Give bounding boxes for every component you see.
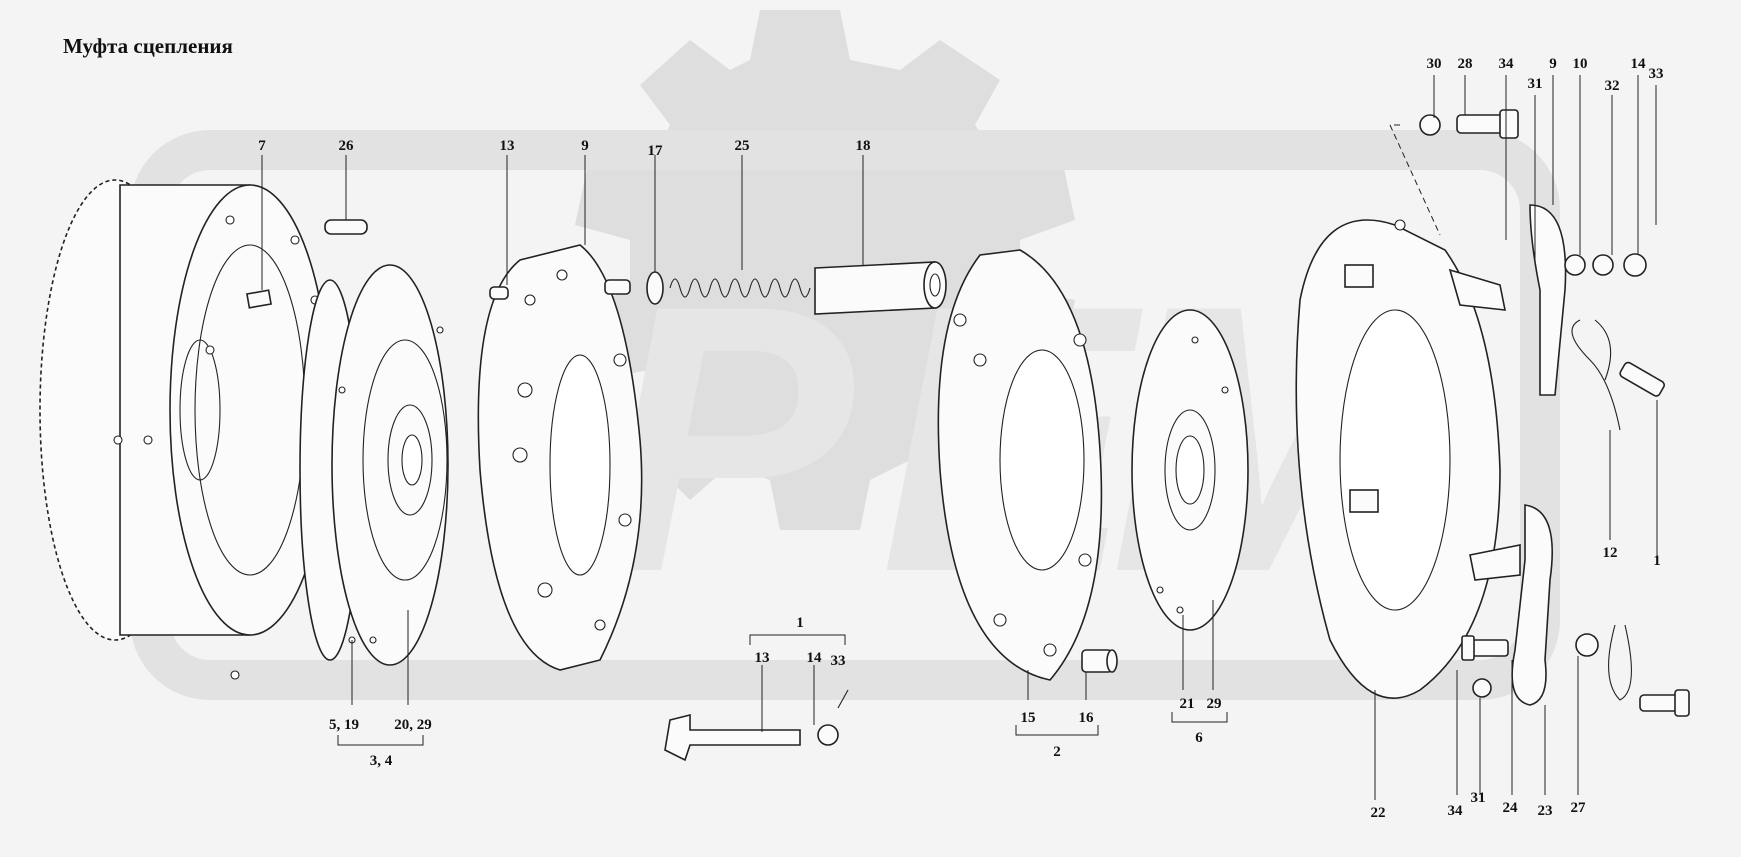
label-32: 32 xyxy=(1605,78,1620,94)
washer-17 xyxy=(646,271,664,305)
label-29: 29 xyxy=(1207,696,1222,712)
spring-clip-12 xyxy=(1571,319,1621,431)
washers-10-32 xyxy=(1564,253,1647,277)
spring-clip-12b xyxy=(1608,624,1632,701)
label-16: 16 xyxy=(1079,710,1095,726)
label-15: 15 xyxy=(1021,710,1036,726)
label-30: 30 xyxy=(1427,56,1442,72)
label-14b: 14 xyxy=(807,650,823,666)
label-34a: 34 xyxy=(1499,56,1515,72)
label-18: 18 xyxy=(856,138,871,154)
label-24: 24 xyxy=(1503,800,1519,816)
label-23: 23 xyxy=(1538,803,1553,819)
bolt-13-assembly xyxy=(664,689,849,762)
driven-disc xyxy=(299,264,449,666)
label-3-4: 3, 4 xyxy=(370,753,393,769)
label-22: 22 xyxy=(1371,805,1386,821)
spring-25 xyxy=(669,278,811,298)
washer-27 xyxy=(1575,633,1599,657)
label-26: 26 xyxy=(339,138,355,154)
label-31a: 31 xyxy=(1528,76,1543,92)
label-21: 21 xyxy=(1180,696,1195,712)
label-20-29: 20, 29 xyxy=(394,717,432,733)
label-27: 27 xyxy=(1571,800,1587,816)
svg-text:Р: Р xyxy=(600,226,855,651)
pin-26 xyxy=(324,219,368,235)
intermediate-plate xyxy=(937,249,1103,681)
label-9b: 9 xyxy=(1549,56,1557,72)
label-5-19: 5, 19 xyxy=(329,717,359,733)
driven-disc-2 xyxy=(1131,309,1249,631)
sleeve-18 xyxy=(814,261,947,315)
bolt-16 xyxy=(1081,649,1118,673)
nut-31 xyxy=(1472,678,1492,698)
label-9a: 9 xyxy=(581,138,589,154)
part-labels: 7 26 13 9 17 25 18 30 28 34 31 9 10 32 1… xyxy=(258,56,1663,821)
clutch-cover xyxy=(1295,219,1521,699)
lever-9 xyxy=(1529,204,1567,396)
label-33b: 33 xyxy=(831,653,846,669)
label-1b: 1 xyxy=(796,615,804,631)
bolt-24 xyxy=(1461,635,1509,661)
label-17: 17 xyxy=(648,143,664,159)
lock-washer-30 xyxy=(1419,114,1441,136)
page-title: Муфта сцепления xyxy=(63,34,233,58)
label-14a: 14 xyxy=(1631,56,1647,72)
bolt-28 xyxy=(1456,109,1519,139)
label-1a: 1 xyxy=(1653,553,1661,569)
flywheel xyxy=(39,179,331,680)
label-2: 2 xyxy=(1053,744,1061,760)
leader-lines xyxy=(261,75,1658,800)
label-28: 28 xyxy=(1458,56,1473,72)
pressure-plate xyxy=(477,244,643,671)
label-12: 12 xyxy=(1603,545,1618,561)
lever-23 xyxy=(1511,504,1553,706)
label-31b: 31 xyxy=(1471,790,1486,806)
label-7: 7 xyxy=(258,138,266,154)
label-13b: 13 xyxy=(755,650,770,666)
label-34b: 34 xyxy=(1448,803,1464,819)
label-33a: 33 xyxy=(1649,66,1664,82)
pin-1 xyxy=(1619,361,1665,397)
label-25: 25 xyxy=(735,138,750,154)
label-13a: 13 xyxy=(500,138,515,154)
label-6: 6 xyxy=(1195,730,1203,746)
label-10: 10 xyxy=(1573,56,1588,72)
pin-1b xyxy=(1639,689,1690,717)
